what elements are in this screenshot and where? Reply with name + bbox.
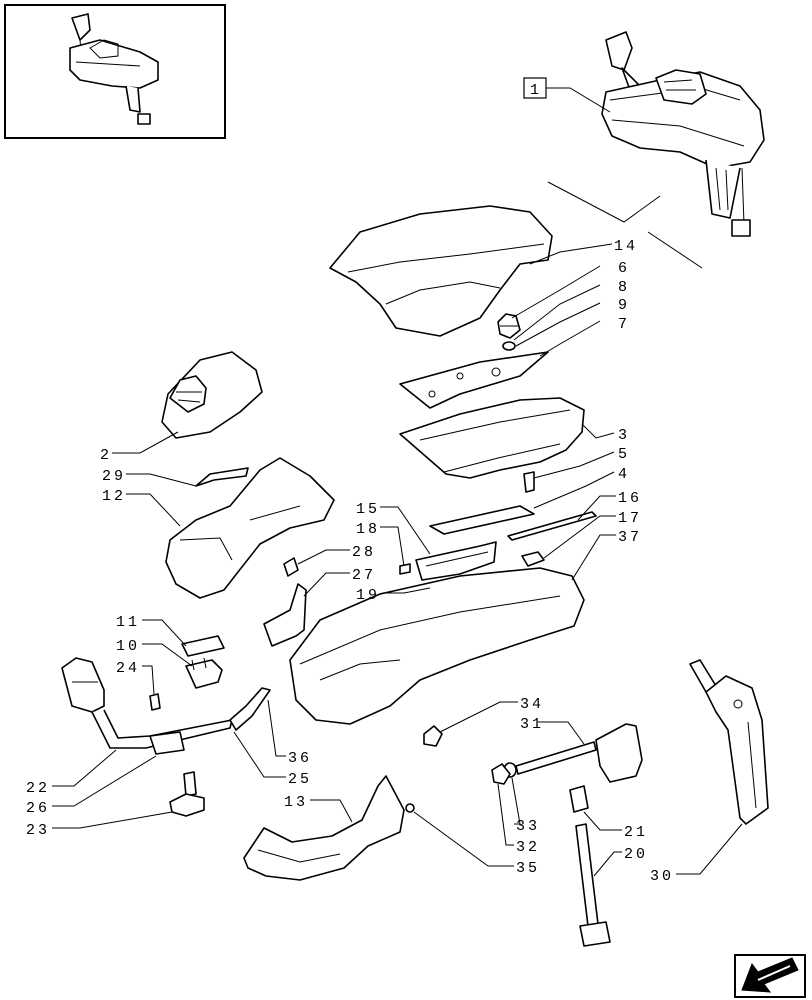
previous-page-button[interactable] <box>734 954 806 998</box>
part-34-clip <box>423 725 443 747</box>
callout-3: 3 <box>618 427 630 444</box>
part-16-strip <box>507 511 597 541</box>
callout-32: 32 <box>516 839 540 856</box>
callout-28: 28 <box>352 544 376 561</box>
callout-12: 12 <box>102 488 126 505</box>
callout-14: 14 <box>614 238 638 255</box>
part-32-cap <box>491 763 511 785</box>
part-20-pin <box>575 823 611 947</box>
leader-lines <box>52 87 743 877</box>
part-8-washer <box>502 341 516 351</box>
part-37-lower-housing <box>289 567 585 725</box>
callout-labels: 1 14 6 8 9 7 3 5 4 16 17 37 2 29 12 15 1… <box>26 77 674 885</box>
part-5-screw <box>523 471 535 493</box>
part-14-armrest-cover <box>329 205 553 337</box>
callout-21: 21 <box>624 824 648 841</box>
callout-6: 6 <box>618 260 630 277</box>
callout-18: 18 <box>356 521 380 538</box>
thumbnail-frame <box>4 4 226 139</box>
callout-7: 7 <box>618 316 630 333</box>
callout-37: 37 <box>618 529 642 546</box>
part-1-label-box <box>523 77 547 99</box>
part-31-rod-assembly <box>515 723 643 783</box>
callout-27: 27 <box>352 567 376 584</box>
callout-36: 36 <box>288 750 312 767</box>
part-24-bolt <box>149 693 161 711</box>
part-12-joystick-base <box>165 457 335 599</box>
part-13-lower-cover <box>243 775 405 881</box>
callout-15: 15 <box>356 501 380 518</box>
callout-8: 8 <box>618 279 630 296</box>
callout-19: 19 <box>356 587 380 604</box>
complete-armrest-assembly <box>601 31 765 237</box>
part-28-fitting <box>283 557 299 577</box>
callout-22: 22 <box>26 780 50 797</box>
part-3-tray <box>399 397 585 479</box>
callout-4: 4 <box>618 466 630 483</box>
part-18-screw <box>399 563 411 575</box>
part-11-plate <box>181 635 225 657</box>
callout-24: 24 <box>116 660 140 677</box>
callout-10: 10 <box>116 638 140 655</box>
callout-25: 25 <box>288 771 312 788</box>
previous-page-arrow-icon <box>741 957 799 993</box>
part-17-block <box>521 551 545 567</box>
part-21-sleeve <box>569 785 589 813</box>
callout-31: 31 <box>520 716 544 733</box>
part-7-plate <box>399 351 549 409</box>
callout-26: 26 <box>26 800 50 817</box>
armrest-assembly-thumbnail-icon <box>69 13 159 125</box>
callout-23: 23 <box>26 822 50 839</box>
callout-2: 2 <box>100 447 112 464</box>
callout-29: 29 <box>102 468 126 485</box>
part-2-joystick-housing <box>161 351 263 439</box>
part-10-bracket <box>185 657 223 689</box>
part-30-handle-bracket <box>689 659 769 825</box>
part-4-bar <box>429 505 535 535</box>
callout-5: 5 <box>618 446 630 463</box>
callout-9: 9 <box>618 297 630 314</box>
part-23-knob <box>169 771 205 817</box>
part-29-trim <box>195 467 249 487</box>
callout-20: 20 <box>624 846 648 863</box>
part-22-lever-assembly <box>61 657 271 755</box>
callout-34: 34 <box>520 696 544 713</box>
part-15-switch-bracket <box>415 541 497 581</box>
part-6-knob <box>497 313 521 339</box>
part-27-bracket <box>263 583 307 647</box>
callout-17: 17 <box>618 510 642 527</box>
part-35-washer <box>405 803 415 813</box>
callout-16: 16 <box>618 490 642 507</box>
section-line <box>547 181 703 269</box>
callout-13: 13 <box>284 794 308 811</box>
callout-1: 1 <box>530 82 542 99</box>
callout-33: 33 <box>516 818 540 835</box>
callout-11: 11 <box>116 614 140 631</box>
callout-30: 30 <box>650 868 674 885</box>
callout-35: 35 <box>516 860 540 877</box>
